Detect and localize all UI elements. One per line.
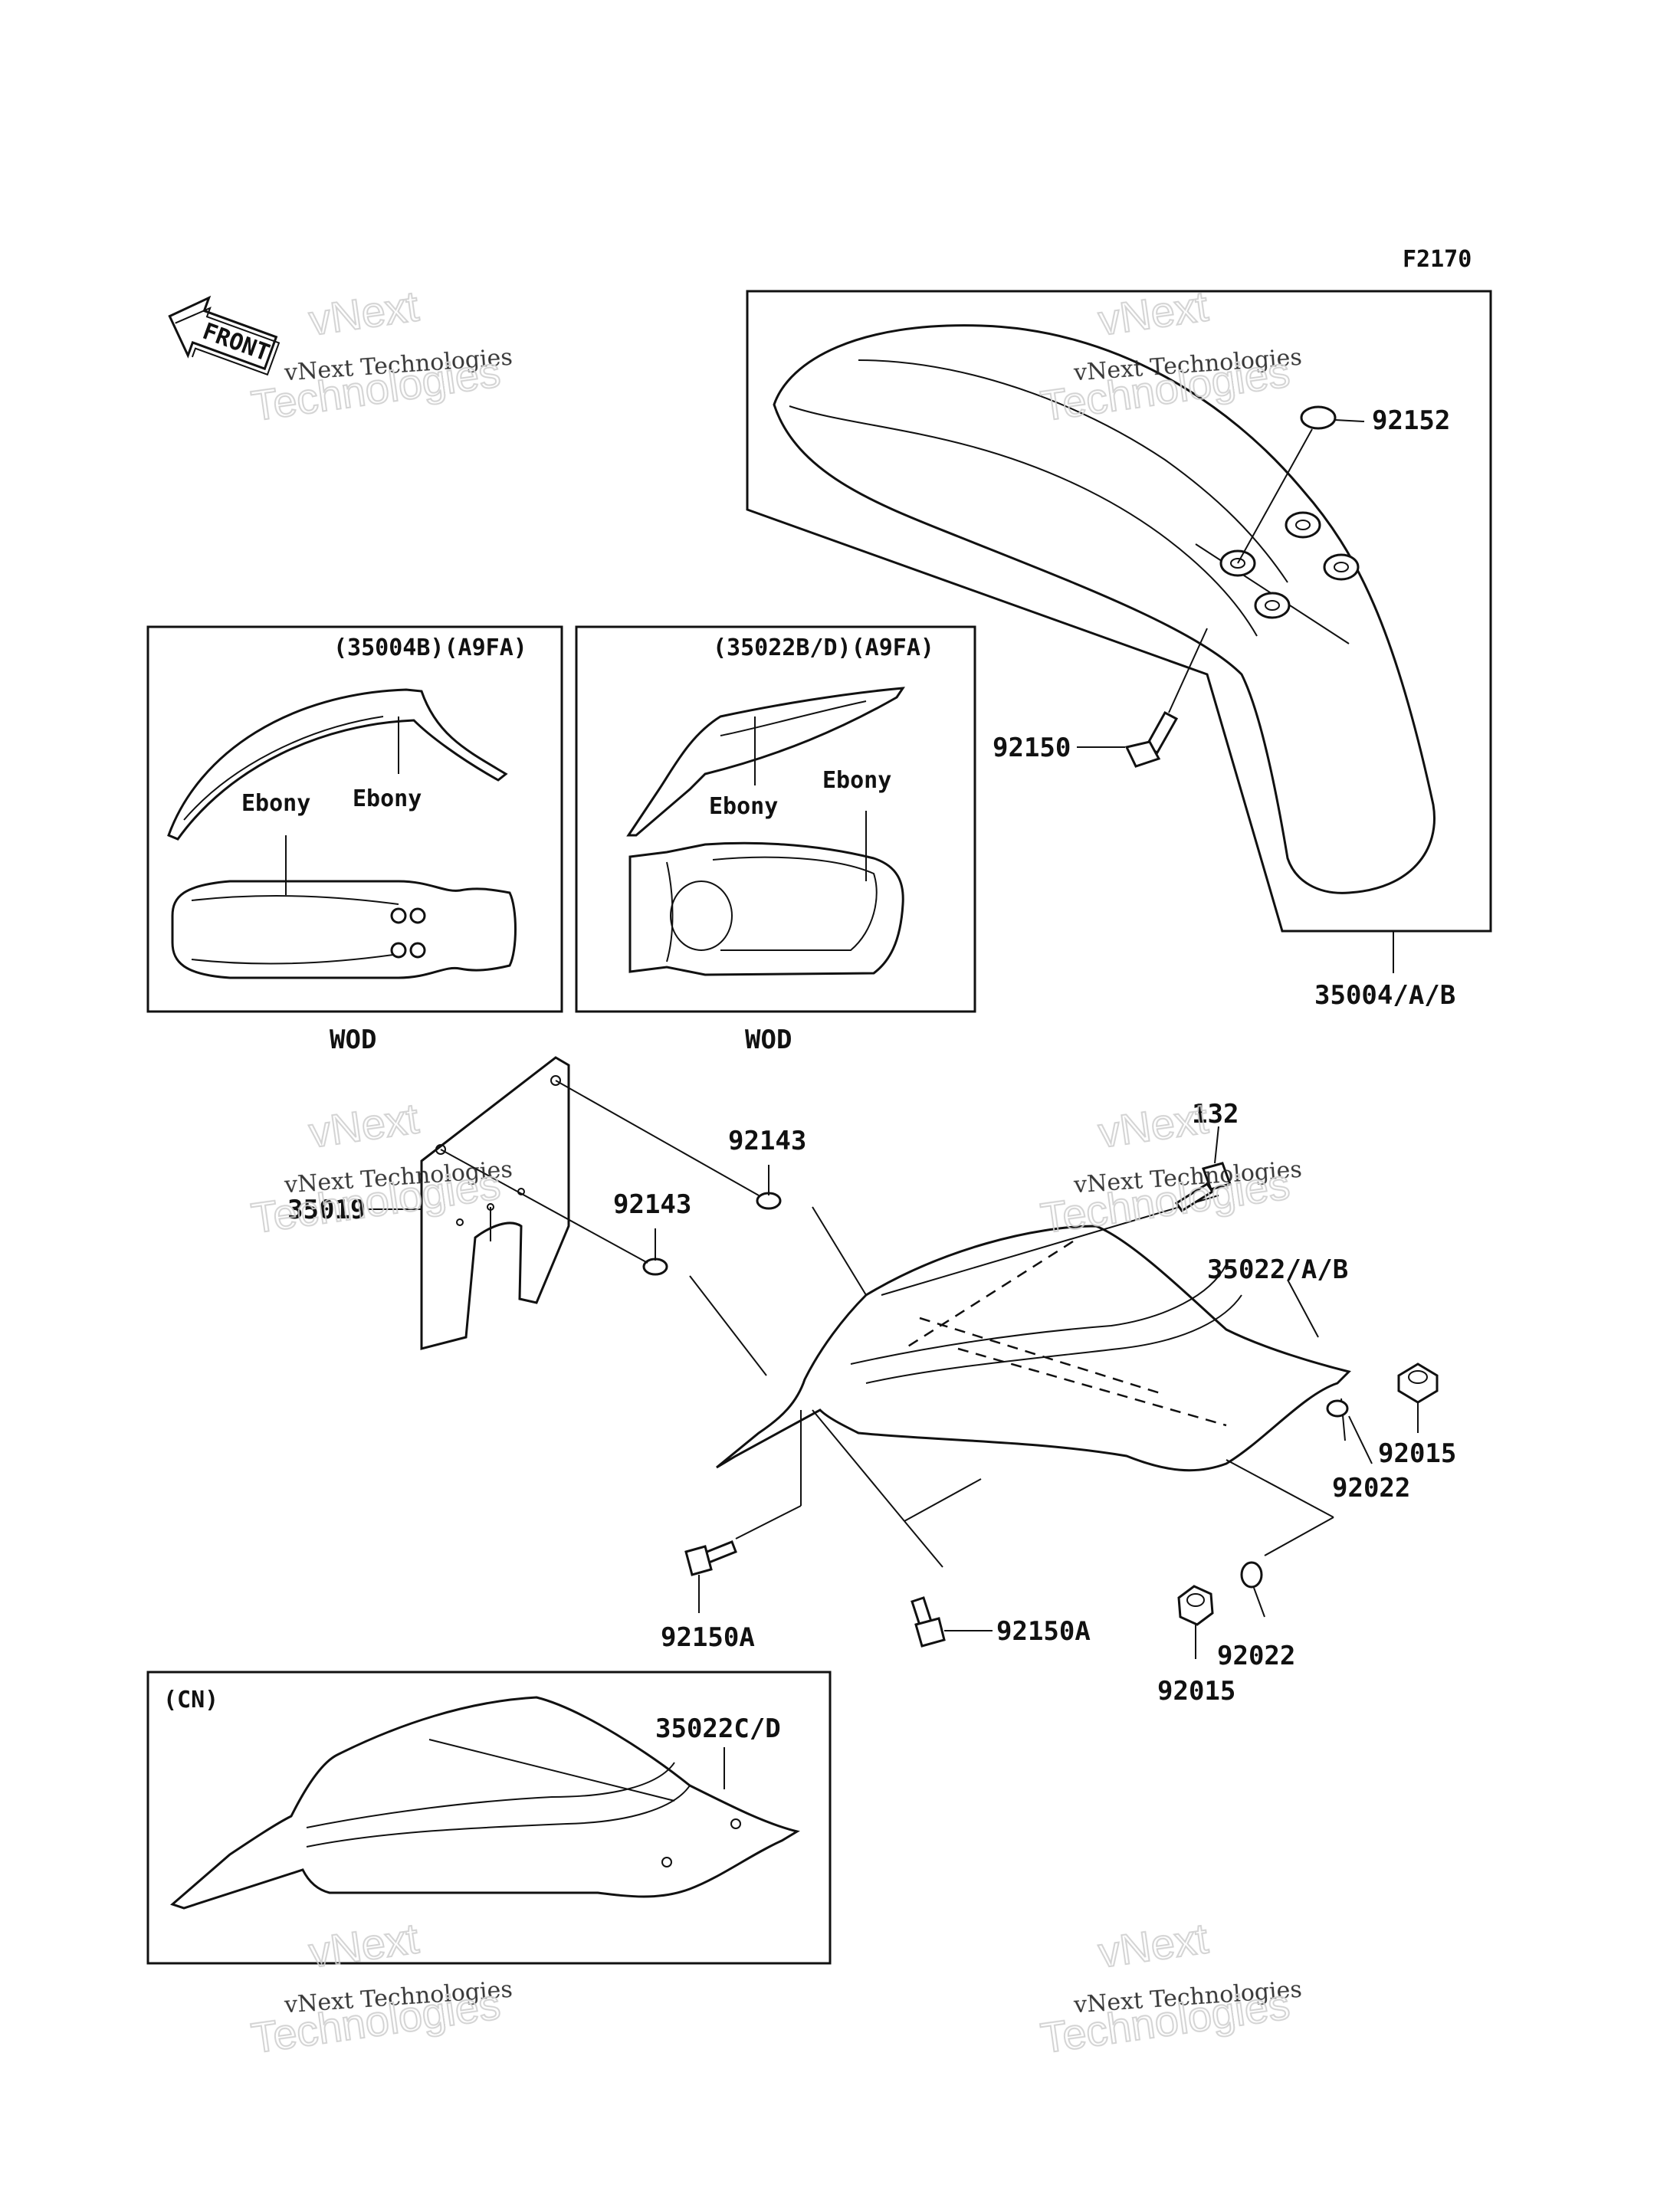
part-label-92150a-1[interactable]: 92150A	[661, 1622, 755, 1653]
rear-washers: 92143 92143	[440, 1080, 806, 1276]
svg-text:vNext: vNext	[1095, 1094, 1211, 1156]
part-label-92152[interactable]: 92152	[1372, 405, 1450, 436]
bolt-icon	[1124, 710, 1179, 768]
inset-caption-wod-2: WOD	[745, 1025, 792, 1055]
part-label-92015-1[interactable]: 92015	[1378, 1438, 1456, 1469]
rear-fender-assembly: 132 35022/A/B	[689, 1099, 1351, 1568]
color-label-ebony-2: Ebony	[241, 790, 310, 817]
svg-text:vNext: vNext	[1095, 1913, 1211, 1976]
inset-cn-rear-fender: (CN) 35022C/D	[146, 1671, 832, 1965]
front-arrow-icon: FRONT	[168, 295, 281, 376]
color-label-ebony-3: Ebony	[709, 793, 778, 820]
part-label-35004-a-b[interactable]: 35004/A/B	[1314, 980, 1455, 1011]
fender-bolt-holes	[1219, 511, 1360, 619]
svg-text:vNext: vNext	[306, 1094, 422, 1156]
rear-bolts: 92150A 92150A	[661, 1540, 1091, 1653]
inset-header-35022b-d: (35022B/D)(A9FA)	[713, 635, 934, 661]
washer-icon	[1300, 405, 1337, 430]
washer-icon	[1240, 1561, 1263, 1589]
inset-caption-wod-1: WOD	[330, 1025, 376, 1055]
bolt-icon	[1174, 1162, 1232, 1213]
inset-header-35004b: (35004B)(A9FA)	[333, 635, 527, 661]
part-label-35022-a-b[interactable]: 35022/A/B	[1207, 1254, 1348, 1285]
part-label-92143-1[interactable]: 92143	[728, 1126, 806, 1156]
svg-text:vNext: vNext	[306, 281, 422, 344]
part-label-92015-2[interactable]: 92015	[1157, 1676, 1235, 1707]
color-label-ebony-1: Ebony	[353, 785, 422, 812]
inset-front-fender-color: (35004B)(A9FA) Ebony Ebony WOD	[146, 625, 563, 1055]
part-label-92022-1[interactable]: 92022	[1332, 1473, 1410, 1503]
part-label-132[interactable]: 132	[1192, 1099, 1239, 1130]
bolt-icon	[911, 1596, 946, 1648]
bolt-icon	[684, 1540, 737, 1576]
part-label-35022c-d[interactable]: 35022C/D	[655, 1713, 781, 1744]
figure-code: F2170	[1403, 246, 1472, 273]
front-fender-assembly: 92152 92150 35004/A/B	[746, 290, 1492, 1011]
part-label-92150[interactable]: 92150	[993, 733, 1071, 763]
washer-icon	[642, 1258, 668, 1276]
part-label-92022-2[interactable]: 92022	[1217, 1641, 1295, 1671]
washer-icon	[1326, 1399, 1349, 1418]
mud-flap-assembly: 35019	[287, 1056, 570, 1350]
rear-right-fasteners: 92015 92022 92022 92015	[1157, 1362, 1456, 1707]
part-label-92143-2[interactable]: 92143	[613, 1189, 691, 1220]
inset-rear-fender-color: (35022B/D)(A9FA) Ebony Ebony WOD	[575, 625, 976, 1055]
color-label-ebony-4: Ebony	[822, 767, 891, 794]
part-label-35019[interactable]: 35019	[287, 1195, 366, 1225]
part-label-92150a-2[interactable]: 92150A	[996, 1616, 1091, 1647]
svg-text:vNext: vNext	[306, 1913, 422, 1976]
inset-header-cn: (CN)	[163, 1687, 218, 1713]
